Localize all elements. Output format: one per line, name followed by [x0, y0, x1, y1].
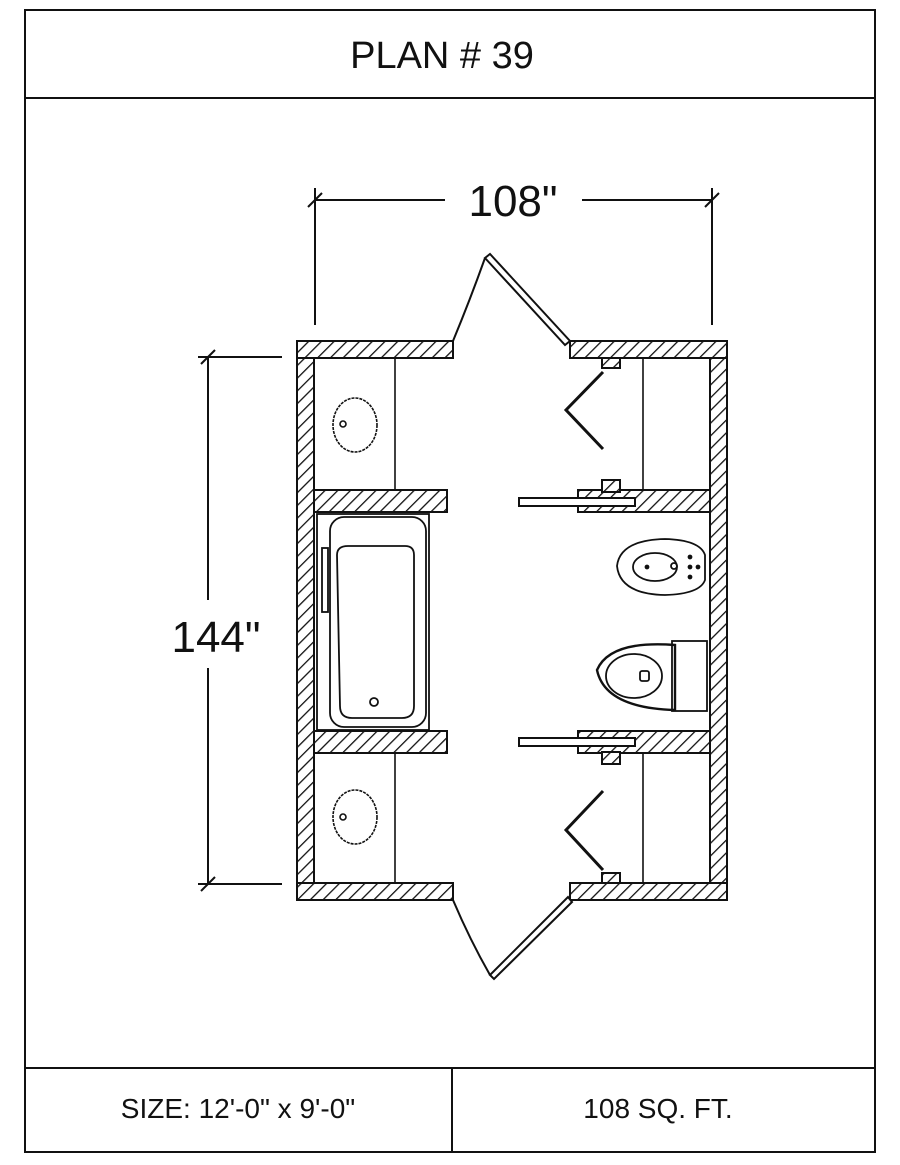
bottom-vanity — [332, 753, 396, 883]
width-dimension-label: 108" — [468, 177, 557, 226]
bottom-entry-door — [452, 895, 574, 981]
top-entry-door — [452, 252, 572, 347]
title-block-frame — [24, 9, 876, 1153]
top-closet — [563, 358, 644, 490]
height-dimension-line — [198, 349, 282, 892]
toilet — [595, 640, 708, 712]
width-dimension-line — [307, 188, 720, 325]
walls — [296, 340, 728, 901]
pocket-doors — [518, 497, 636, 747]
bottom-closet — [563, 753, 644, 883]
size-label: SIZE: 12'-0" x 9'-0" — [121, 1093, 355, 1124]
plan-title: PLAN # 39 — [350, 35, 534, 77]
bathtub — [316, 513, 430, 731]
bidet — [616, 538, 706, 596]
top-vanity — [332, 358, 396, 490]
area-label: 108 SQ. FT. — [583, 1093, 732, 1124]
height-dimension-label: 144" — [171, 613, 260, 662]
